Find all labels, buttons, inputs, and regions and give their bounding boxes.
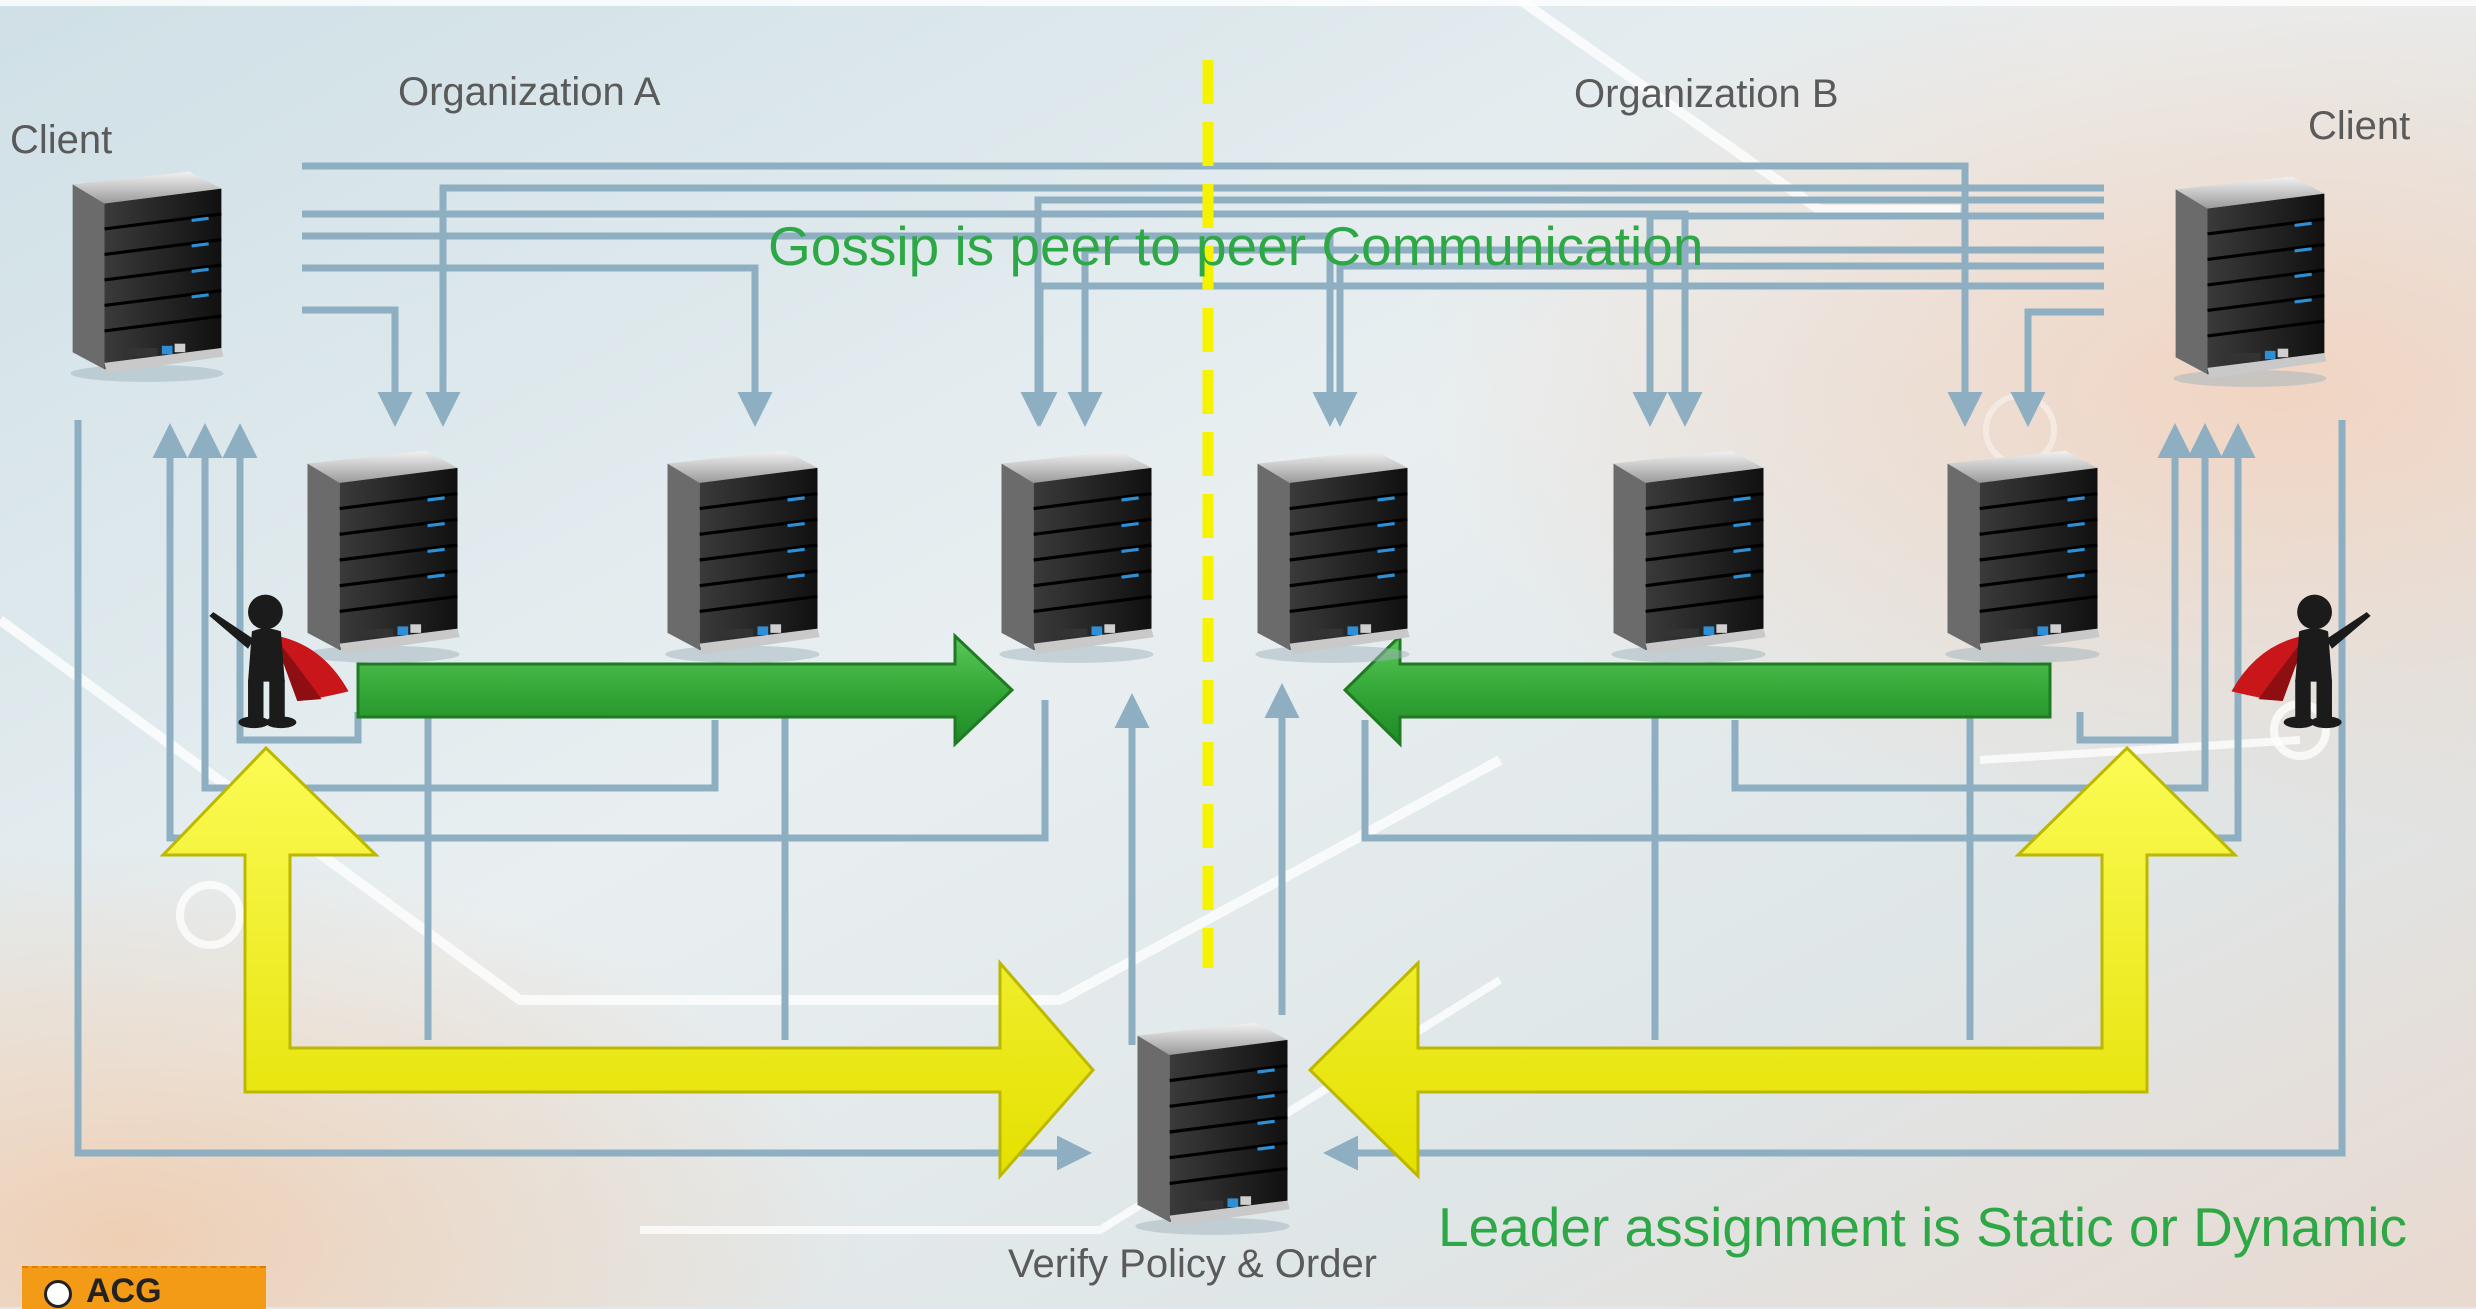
green-arrow-left xyxy=(356,632,1015,748)
client-peer-connectors xyxy=(302,162,2104,427)
server-icon-peer-b3 xyxy=(1943,448,2102,665)
server-icon-peer-a2 xyxy=(663,448,822,665)
client-left-label: Client xyxy=(10,118,113,162)
organization-a-label: Organization A xyxy=(398,70,661,114)
server-icon-orderer xyxy=(1133,1020,1292,1237)
leader-caption: Leader assignment is Static or Dynamic xyxy=(1438,1196,2408,1258)
server-icon-client-right xyxy=(2171,174,2329,389)
logo-face-icon xyxy=(44,1280,72,1308)
server-icon-client-left xyxy=(68,169,226,384)
logo-text: ACG xyxy=(86,1272,162,1309)
logo: ACG xyxy=(22,1266,266,1309)
server-icon-peer-a3 xyxy=(997,448,1156,665)
peer-client-connectors xyxy=(74,420,2346,1171)
client-right-label: Client xyxy=(2308,104,2411,148)
gossip-caption: Gossip is peer to peer Communication xyxy=(768,215,1704,277)
green-arrow-right xyxy=(1342,632,2052,748)
orderer-label: Verify Policy & Order xyxy=(1008,1242,1378,1286)
yellow-arrow-left xyxy=(159,745,1095,1180)
server-icon-peer-a1 xyxy=(303,448,462,665)
server-icon-peer-b2 xyxy=(1609,448,1768,665)
organization-b-label: Organization B xyxy=(1574,72,1839,116)
server-icon-peer-b1 xyxy=(1253,448,1412,665)
yellow-arrow-right xyxy=(1307,745,2239,1180)
